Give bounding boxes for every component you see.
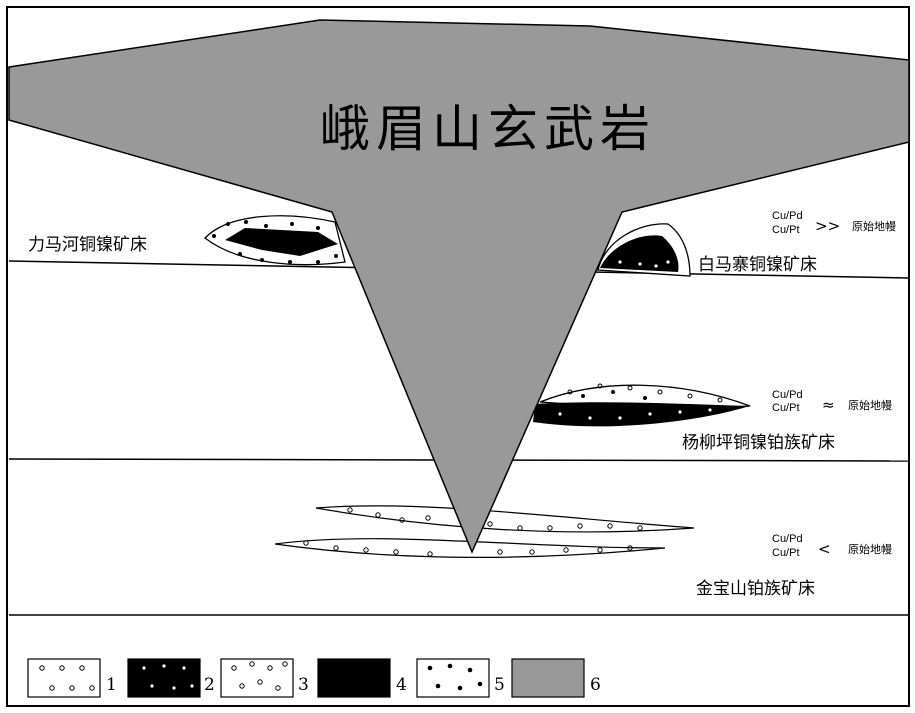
legend-swatch-open-circles-dense bbox=[220, 658, 294, 698]
legend-item-5: 5 bbox=[416, 658, 505, 698]
legend-swatch-black-dots bbox=[416, 658, 490, 698]
legend-item-3: 3 bbox=[220, 658, 309, 698]
legend-item-1: 1 bbox=[27, 658, 117, 698]
primitive-mantle-label: 原始地幔 bbox=[848, 542, 892, 556]
ratio-relation: >> bbox=[815, 217, 840, 235]
ratio-cu-pd: Cu/Pd bbox=[772, 210, 803, 222]
label-limahe: 力马河铜镍矿床 bbox=[28, 235, 147, 255]
legend-swatch-solid-black bbox=[317, 658, 391, 698]
ratio-baimazhai: Cu/Pd Cu/Pt >> 原始地幔 bbox=[772, 210, 896, 236]
ratio-relation: ≈ bbox=[822, 396, 835, 414]
ratio-yangliuping: Cu/Pd Cu/Pt ≈ 原始地幔 bbox=[772, 389, 892, 414]
ratio-cu-pt: Cu/Pt bbox=[772, 547, 800, 559]
primitive-mantle-label: 原始地幔 bbox=[848, 398, 892, 412]
ratio-cu-pd: Cu/Pd bbox=[772, 389, 803, 401]
basalt-title: 峨眉山玄武岩 bbox=[320, 100, 656, 158]
legend: 1 2 3 4 5 bbox=[27, 658, 601, 698]
legend-swatch-open-circles bbox=[27, 658, 101, 698]
label-jinbaoshan: 金宝山铂族矿床 bbox=[696, 579, 815, 599]
legend-item-6: 6 bbox=[511, 658, 601, 698]
yangliuping-orebody bbox=[533, 383, 751, 427]
legend-number: 2 bbox=[204, 675, 215, 695]
ratio-cu-pt: Cu/Pt bbox=[772, 402, 800, 414]
legend-number: 5 bbox=[494, 675, 505, 695]
legend-number: 3 bbox=[298, 675, 309, 695]
ratio-jinbaoshan: Cu/Pd Cu/Pt < 原始地幔 bbox=[772, 533, 892, 559]
legend-item-2: 2 bbox=[127, 658, 215, 698]
limahe-orebody bbox=[204, 215, 346, 266]
primitive-mantle-label: 原始地幔 bbox=[852, 219, 896, 233]
legend-number: 6 bbox=[590, 675, 601, 695]
legend-number: 4 bbox=[396, 675, 407, 695]
baimazhai-orebody bbox=[597, 223, 691, 277]
label-yangliuping: 杨柳坪铜镍铂族矿床 bbox=[682, 433, 835, 453]
legend-swatch-gray bbox=[511, 658, 585, 698]
legend-number: 1 bbox=[106, 675, 117, 695]
legend-item-4: 4 bbox=[317, 658, 407, 698]
ratio-cu-pt: Cu/Pt bbox=[772, 224, 800, 236]
emeishan-basalt-body bbox=[8, 19, 910, 554]
ratio-relation: < bbox=[818, 540, 831, 558]
ratio-cu-pd: Cu/Pd bbox=[772, 533, 803, 545]
label-baimazhai: 白马寨铜镍矿床 bbox=[698, 255, 817, 275]
